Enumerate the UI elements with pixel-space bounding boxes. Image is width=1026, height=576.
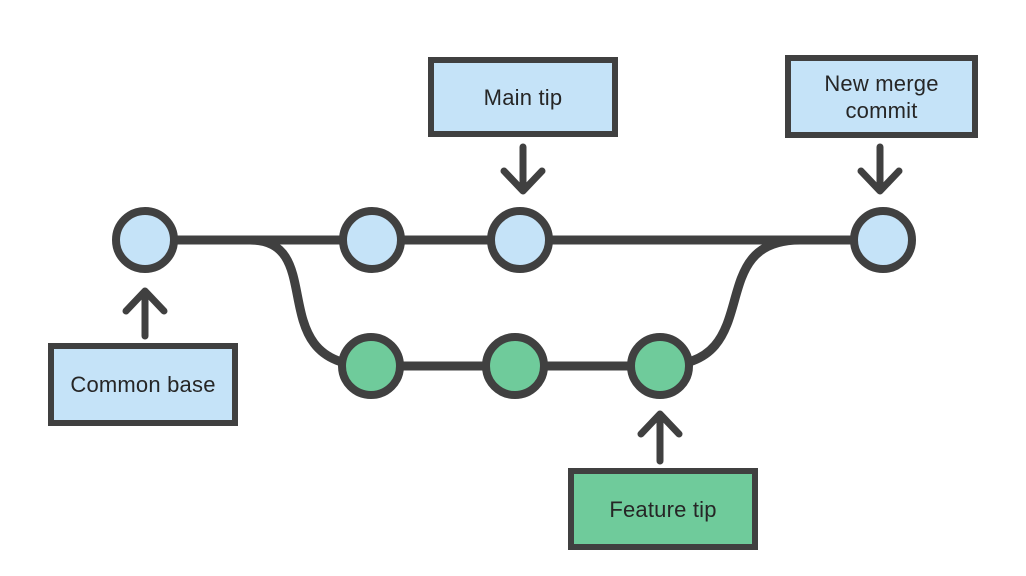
feature-tip-label-text: Feature tip [609,496,717,522]
commit-feature-tip [627,333,693,399]
commit-main-2 [339,207,405,273]
merge-in-curve [659,235,801,371]
commit-common-base [112,207,178,273]
commit-feature-2 [482,333,548,399]
branch-out-curve [249,235,372,371]
feature-tip-label-box: Feature tip [568,468,758,550]
feature-tip-arrow [637,410,683,465]
commit-feature-1 [338,333,404,399]
new-merge-commit-arrow [857,143,903,195]
main-tip-label-text: Main tip [483,84,563,110]
main-tip-arrow [500,143,546,195]
common-base-label-text: Common base [70,372,216,397]
common-base-arrow [122,287,168,340]
main-tip-label-box: Main tip [428,57,618,137]
common-base-label-box: Common base [48,343,238,426]
new-merge-commit-label-text: New merge commit [824,70,939,123]
new-merge-commit-label-box: New merge commit [785,55,978,138]
commit-new-merge [850,207,916,273]
commit-main-tip [487,207,553,273]
